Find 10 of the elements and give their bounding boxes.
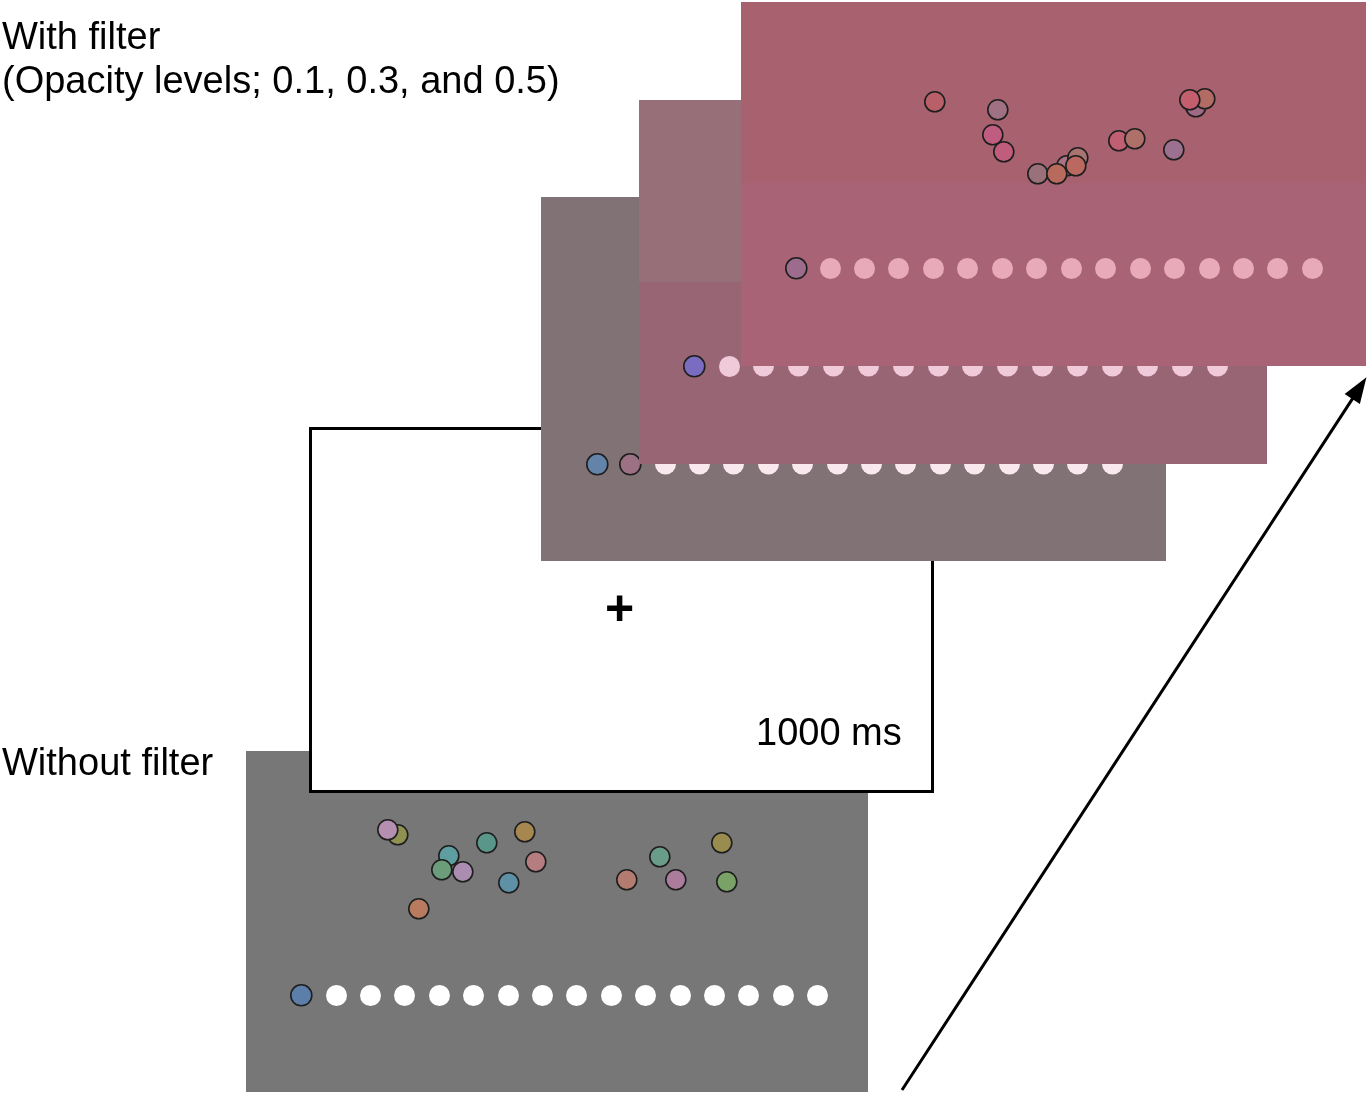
stimulus-screen xyxy=(541,197,1166,561)
stimulus-screen xyxy=(246,751,868,1092)
condition-note: (Opacity levels; 0.1, 0.3, and 0.5) xyxy=(2,59,560,103)
fixation-cross: + xyxy=(605,583,635,633)
condition-label: With filter xyxy=(2,15,161,59)
stimulus-screen xyxy=(639,100,1267,464)
condition-label: Without filter xyxy=(2,741,214,785)
stimulus-screen xyxy=(741,2,1366,366)
fixation-screen xyxy=(309,427,934,793)
duration-label: 1000 ms xyxy=(756,713,902,751)
